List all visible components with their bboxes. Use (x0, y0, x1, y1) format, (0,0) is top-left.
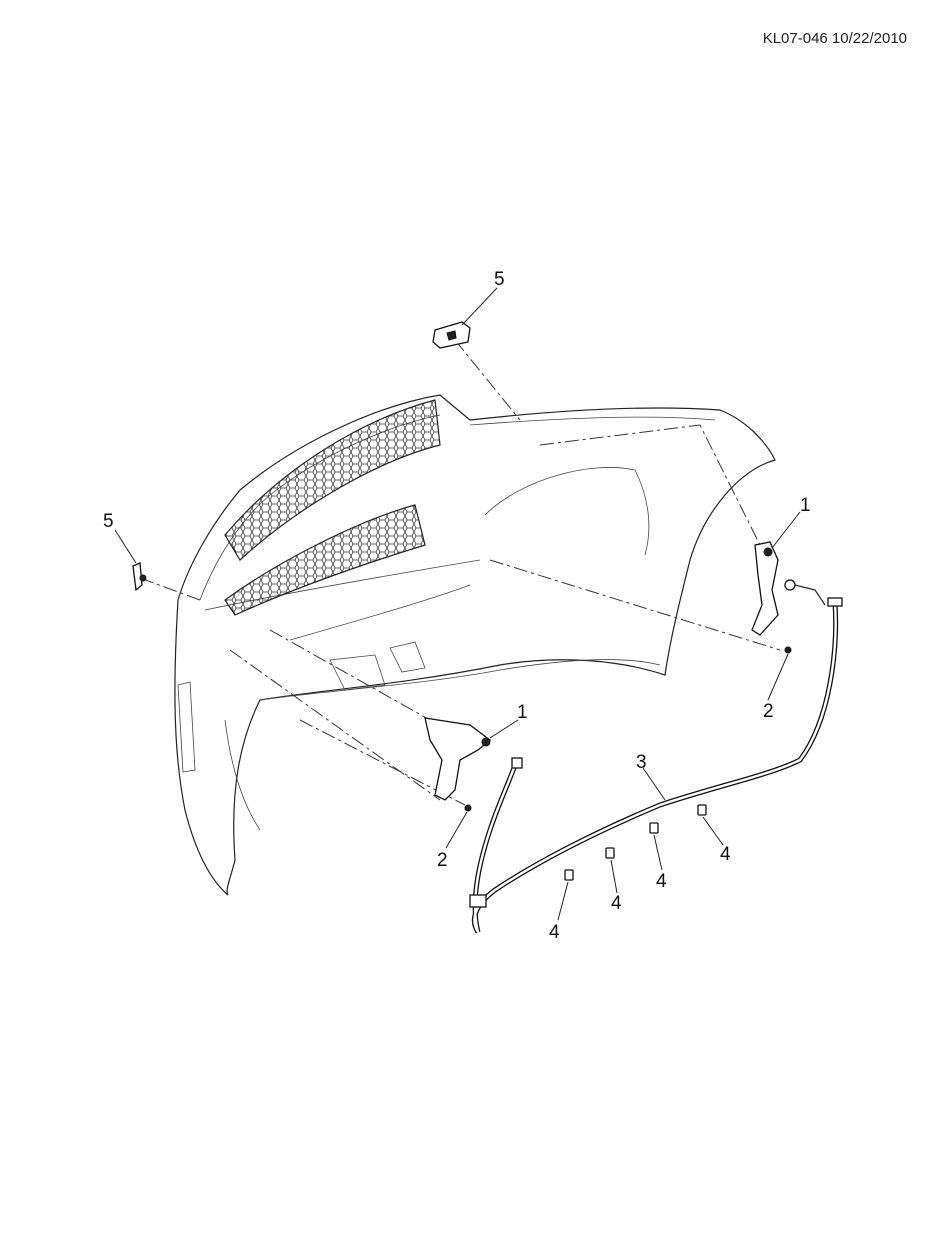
callout-2-right: 2 (763, 701, 774, 722)
drawing-code: KL07-046 10/22/2010 (762, 30, 907, 47)
lower-grille (224, 504, 426, 616)
clip-part-5-left (132, 562, 147, 592)
callout-1-center: 1 (517, 702, 528, 723)
sensor-bracket-right (751, 541, 826, 636)
callout-3: 3 (636, 752, 647, 773)
callout-5-top: 5 (494, 269, 505, 290)
front-bumper-fascia (174, 394, 776, 896)
callout-1-right: 1 (800, 495, 811, 516)
callout-4-d: 4 (720, 844, 731, 865)
wiring-harness (469, 597, 843, 934)
callout-5-left: 5 (103, 511, 114, 532)
upper-grille (224, 399, 441, 561)
callout-4-b: 4 (611, 893, 622, 914)
callout-2-center: 2 (437, 850, 448, 871)
harness-clips (564, 804, 707, 881)
callout-4-c: 4 (656, 871, 667, 892)
leader-lines (114, 287, 801, 921)
screw-center (464, 804, 472, 812)
clip-part-5-top (432, 321, 471, 349)
callout-4-a: 4 (549, 922, 560, 943)
sensor-bracket-center (424, 717, 492, 801)
screw-right (784, 646, 792, 654)
